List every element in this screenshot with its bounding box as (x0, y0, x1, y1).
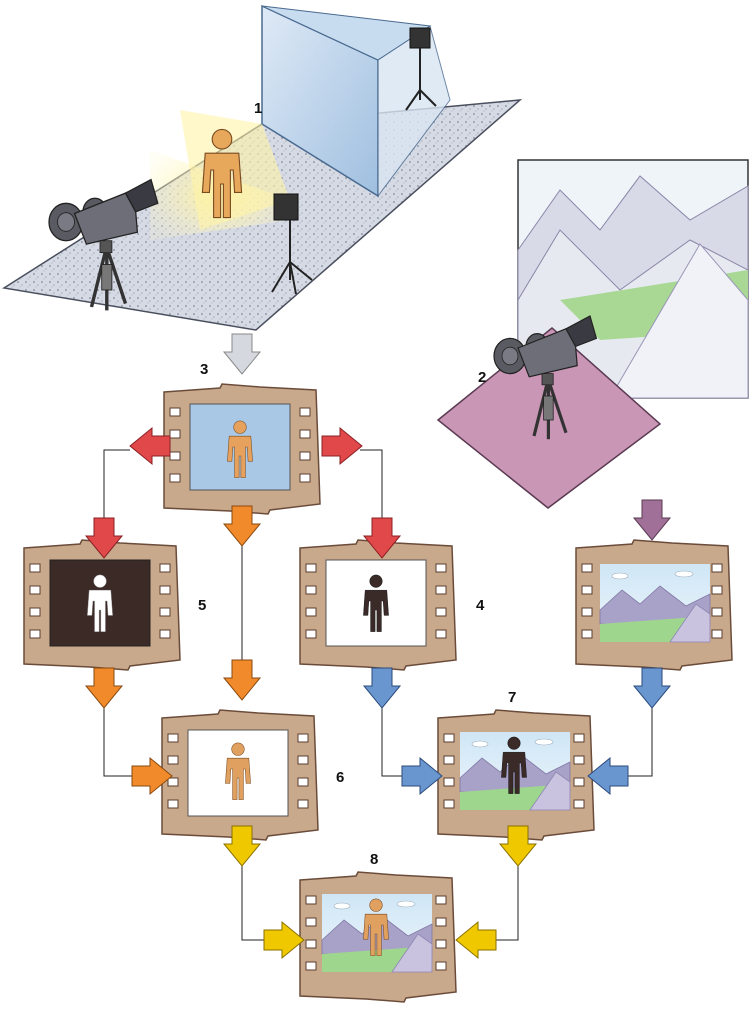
film-frame-7 (437, 709, 595, 841)
arrow-blue-right-7 (401, 757, 443, 795)
arrow-blue-down-4 (363, 667, 401, 709)
film-frame-8 (299, 871, 457, 1003)
film-frame-6 (161, 709, 319, 841)
step-label-2: 2 (478, 369, 486, 386)
film-frame-3 (163, 383, 321, 515)
film-frame-background (575, 539, 733, 671)
film-frame-4 (299, 539, 457, 671)
step-label-8: 8 (370, 851, 378, 868)
step-label-1: 1 (254, 100, 262, 117)
landscape-scene (436, 159, 749, 509)
arrow-down-3 (223, 333, 261, 375)
step-label-4: 4 (476, 597, 485, 614)
arrow-yellow-left-8 (455, 921, 497, 959)
film-frame-5 (23, 539, 181, 671)
step-label-7: 7 (508, 689, 516, 706)
arrow-red-right (321, 427, 363, 465)
arrow-yellow-right-8 (263, 921, 305, 959)
arrow-blue-down-bg (633, 667, 671, 709)
arrow-blue-left-7 (587, 757, 629, 795)
connector-lines (103, 449, 653, 941)
step-label-6: 6 (336, 769, 344, 786)
step-label-3: 3 (200, 361, 208, 378)
studio-scene (1, 4, 523, 331)
arrow-orange-down-6 (223, 659, 261, 701)
arrow-orange-down-5 (85, 667, 123, 709)
arrow-purple-down (633, 499, 671, 541)
step-label-5: 5 (198, 597, 206, 614)
